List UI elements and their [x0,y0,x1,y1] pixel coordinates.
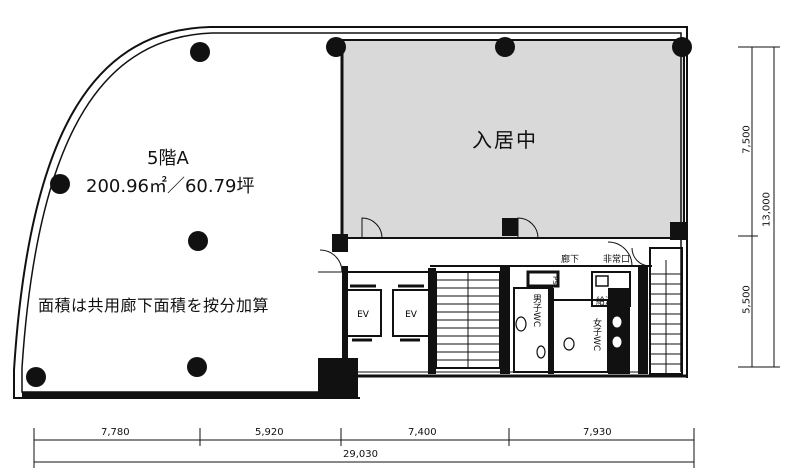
column [495,37,515,57]
dimension-total: 29,030 [343,449,378,460]
right-dimension-lines [738,46,780,368]
core-column [670,222,686,240]
bottom-dimension-lines [33,428,695,468]
outer-wall-outer [13,26,688,399]
core-column [332,234,348,252]
emergency-door [631,247,651,267]
stair-wall [638,266,648,374]
stair-wall [428,268,436,374]
toilet [612,336,622,348]
columns [26,37,692,387]
stairs-right [649,247,683,375]
elevator-label: EV [357,310,369,320]
column [26,367,46,387]
emergency-exit-label: 非常口 [603,255,631,265]
door-swing [318,249,343,273]
occupied-unit [341,39,685,239]
toilet [563,337,575,351]
column [50,174,70,194]
area-note: 面積は共用廊下面積を按分加算 [38,296,270,315]
outer-wall-inner [21,32,682,393]
dimension-label: 5,920 [255,427,284,438]
pantry-label: 給湯 [596,297,615,307]
dimension-label: 7,930 [583,427,612,438]
door-swing [361,217,383,239]
column [672,37,692,57]
core-column [502,218,518,236]
door-swing [517,217,539,239]
column [187,357,207,377]
occupied-label: 入居中 [472,128,538,152]
column [188,231,208,251]
pantry [591,271,631,307]
column [190,42,210,62]
toilet [612,316,622,328]
stair-wall [500,266,510,374]
toilet [536,345,546,359]
core-block [318,358,358,398]
core-wall [342,266,348,376]
elevator-label: EV [405,310,417,320]
unit-name: 5階A [147,148,189,169]
ps-label: PS [551,276,559,285]
wc-divider [548,288,554,374]
toilet [515,316,527,332]
unit-area: 200.96㎡／60.79坪 [86,176,255,197]
ps-box [526,270,560,288]
womens-wc-label: 女子WC [591,318,601,352]
dimension-total: 13,000 [761,192,773,227]
dimension-label: 7,780 [101,427,130,438]
mens-wc-label: 男子WC [531,294,541,328]
wc-divider [608,288,630,374]
stairs-left [435,271,501,369]
sink [595,275,609,287]
dimension-label: 5,500 [741,285,753,314]
corridor-label: 廊下 [561,255,580,265]
dimension-label: 7,400 [408,427,437,438]
emergency-door [607,241,633,267]
bottom-wall [22,392,342,398]
dimension-label: 7,500 [741,125,753,154]
